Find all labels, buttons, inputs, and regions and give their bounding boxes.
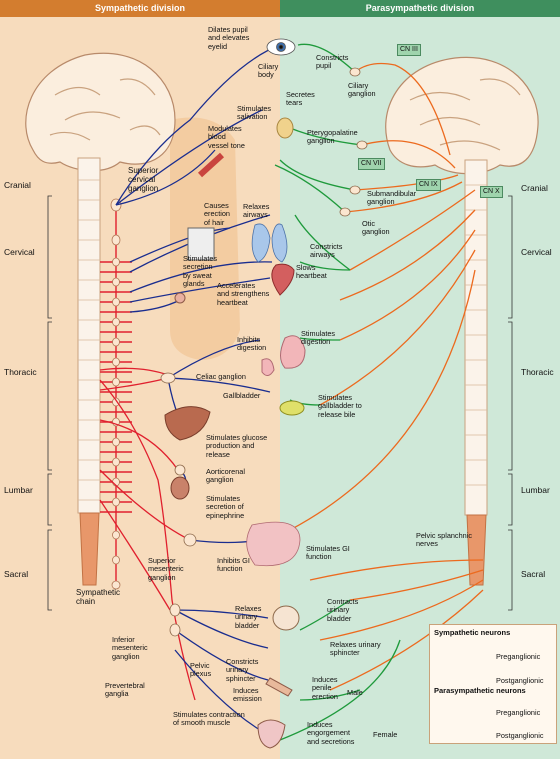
label-relaxes-bladder: Relaxes urinary bladder	[235, 604, 262, 630]
uterus	[257, 719, 286, 749]
hair-follicle-skin	[187, 227, 215, 261]
label-penile-erection: Induces penile erection	[312, 675, 338, 701]
intestines	[246, 521, 301, 567]
label-sweat-glands: Stimulates secretion by sweat glands	[183, 254, 218, 289]
gallbladder	[279, 400, 305, 416]
stomach-left	[261, 358, 275, 376]
label-causes-erection-hair: Causes erection of hair	[204, 201, 230, 227]
cn-vii-tag: CN VII	[358, 158, 385, 170]
label-relaxes-airways: Relaxes airways	[243, 202, 270, 220]
label-stimulates-gallbladder: Stimulates gallbladder to release bile	[318, 393, 362, 419]
sympathetic-header: Sympathetic division	[0, 0, 280, 17]
label-superior-cervical: Superior cervical ganglion	[128, 166, 159, 194]
label-modulates-tone: Modulates blood vessel tone	[208, 124, 245, 150]
label-male: Male	[347, 688, 363, 697]
label-aorticorenal: Aorticorenal ganglion	[206, 467, 245, 485]
label-secretes-tears: Secretes tears	[286, 90, 315, 108]
label-slows-heartbeat: Slows heartbeat	[296, 263, 327, 281]
stomach	[280, 335, 306, 369]
sweat-gland	[174, 292, 186, 304]
legend-parasympathetic-title: Parasympathetic neurons	[434, 686, 526, 695]
label-dilates-pupil: Dilates pupil and elevates eyelid	[208, 25, 250, 51]
label-pterygopalatine: Pterygopalatine ganglion	[307, 128, 358, 146]
label-ciliary-ganglion: Ciliary ganglion	[348, 81, 376, 99]
para-pre-fibers	[289, 62, 484, 691]
region-lumbar-right: Lumbar	[521, 485, 550, 495]
region-lumbar-left: Lumbar	[4, 485, 33, 495]
label-submandibular: Submandibular ganglion	[367, 189, 417, 207]
region-cervical-right: Cervical	[521, 247, 552, 257]
label-prevertebral-ganglia: Prevertebral ganglia	[105, 681, 145, 699]
salivary-gland	[276, 117, 294, 139]
legend-symp-post: Postganglionic	[496, 676, 544, 685]
cn-iii-tag: CN III	[397, 44, 421, 56]
region-cervical-left: Cervical	[4, 247, 35, 257]
label-contracts-bladder: Contracts urinary bladder	[327, 597, 359, 623]
label-glucose: Stimulates glucose production and releas…	[206, 433, 268, 459]
label-pelvic-plexus: Pelvic plexus	[190, 661, 212, 679]
label-constricts-airways: Constricts airways	[310, 242, 343, 260]
region-thoracic-right: Thoracic	[521, 367, 554, 377]
label-otic-ganglion: Otic ganglion	[362, 219, 390, 237]
label-relaxes-sphincter: Relaxes urinary sphincter	[330, 640, 381, 658]
cn-ix-tag: CN IX	[416, 179, 441, 191]
penis	[265, 677, 293, 697]
label-accelerates-heartbeat: Accelerates and strengthens heartbeat	[217, 281, 270, 307]
legend-symp-pre: Preganglionic	[496, 652, 541, 661]
label-inferior-mesenteric: Inferior mesenteric ganglion	[112, 635, 148, 661]
region-thoracic-left: Thoracic	[4, 367, 37, 377]
legend-para-pre: Preganglionic	[496, 708, 541, 717]
lungs	[251, 223, 288, 263]
region-sacral-left: Sacral	[4, 569, 29, 579]
chain-ganglia	[110, 198, 122, 590]
brain-left	[25, 52, 176, 172]
liver	[164, 406, 211, 441]
region-cranial-left: Cranial	[4, 180, 31, 190]
heart	[271, 263, 295, 296]
spinal-cord-left	[77, 157, 101, 586]
eye	[266, 38, 296, 56]
para-post-fibers	[274, 43, 401, 741]
blood-vessel	[197, 152, 225, 178]
label-celiac-ganglion: Celiac ganglion	[196, 372, 246, 381]
label-inhibits-gi: Inhibits GI function	[217, 556, 250, 574]
region-brackets	[47, 195, 513, 611]
label-ciliary-body: Ciliary body	[258, 62, 279, 80]
prevertebral-ganglia	[160, 372, 197, 637]
brain-right	[385, 56, 539, 175]
cn-x-tag: CN X	[480, 186, 503, 198]
label-stimulates-digestion: Stimulates digestion	[301, 329, 336, 347]
label-inhibits-digestion: Inhibits digestion	[237, 335, 267, 353]
bladder	[272, 605, 300, 631]
label-stimulates-gi: Stimulates GI function	[306, 544, 350, 562]
label-sympathetic-chain: Sympathetic chain	[76, 588, 121, 607]
parasympathetic-header: Parasympathetic division	[280, 0, 560, 17]
label-smooth-muscle: Stimulates contraction of smooth muscle	[173, 710, 245, 728]
legend-para-post: Postganglionic	[496, 731, 544, 740]
legend: Sympathetic neurons Preganglionic Postga…	[429, 624, 557, 744]
region-cranial-right: Cranial	[521, 183, 548, 193]
label-constricts-sphincter: Constricts urinary sphincter	[226, 657, 259, 683]
label-female: Female	[373, 730, 398, 739]
label-epinephrine: Stimulates secretion of epinephrine	[206, 494, 245, 520]
label-induces-emission: Induces emission	[233, 686, 262, 704]
label-superior-mesenteric: Superior mesenteric ganglion	[148, 556, 184, 582]
label-pelvic-splanchnic: Pelvic splanchnic nerves	[416, 531, 472, 549]
region-sacral-right: Sacral	[521, 569, 546, 579]
spinal-cord-right	[464, 159, 488, 586]
label-stimulates-salivation: Stimulates salivation	[237, 104, 272, 122]
label-gallbladder: Gallbladder	[223, 391, 261, 400]
adrenal-kidney	[170, 476, 190, 500]
legend-sympathetic-title: Sympathetic neurons	[434, 628, 511, 637]
parasympathetic-ganglia	[339, 67, 368, 217]
label-engorgement: Induces engorgement and secretions	[307, 720, 355, 746]
label-constricts-pupil: Constricts pupil	[316, 53, 349, 71]
